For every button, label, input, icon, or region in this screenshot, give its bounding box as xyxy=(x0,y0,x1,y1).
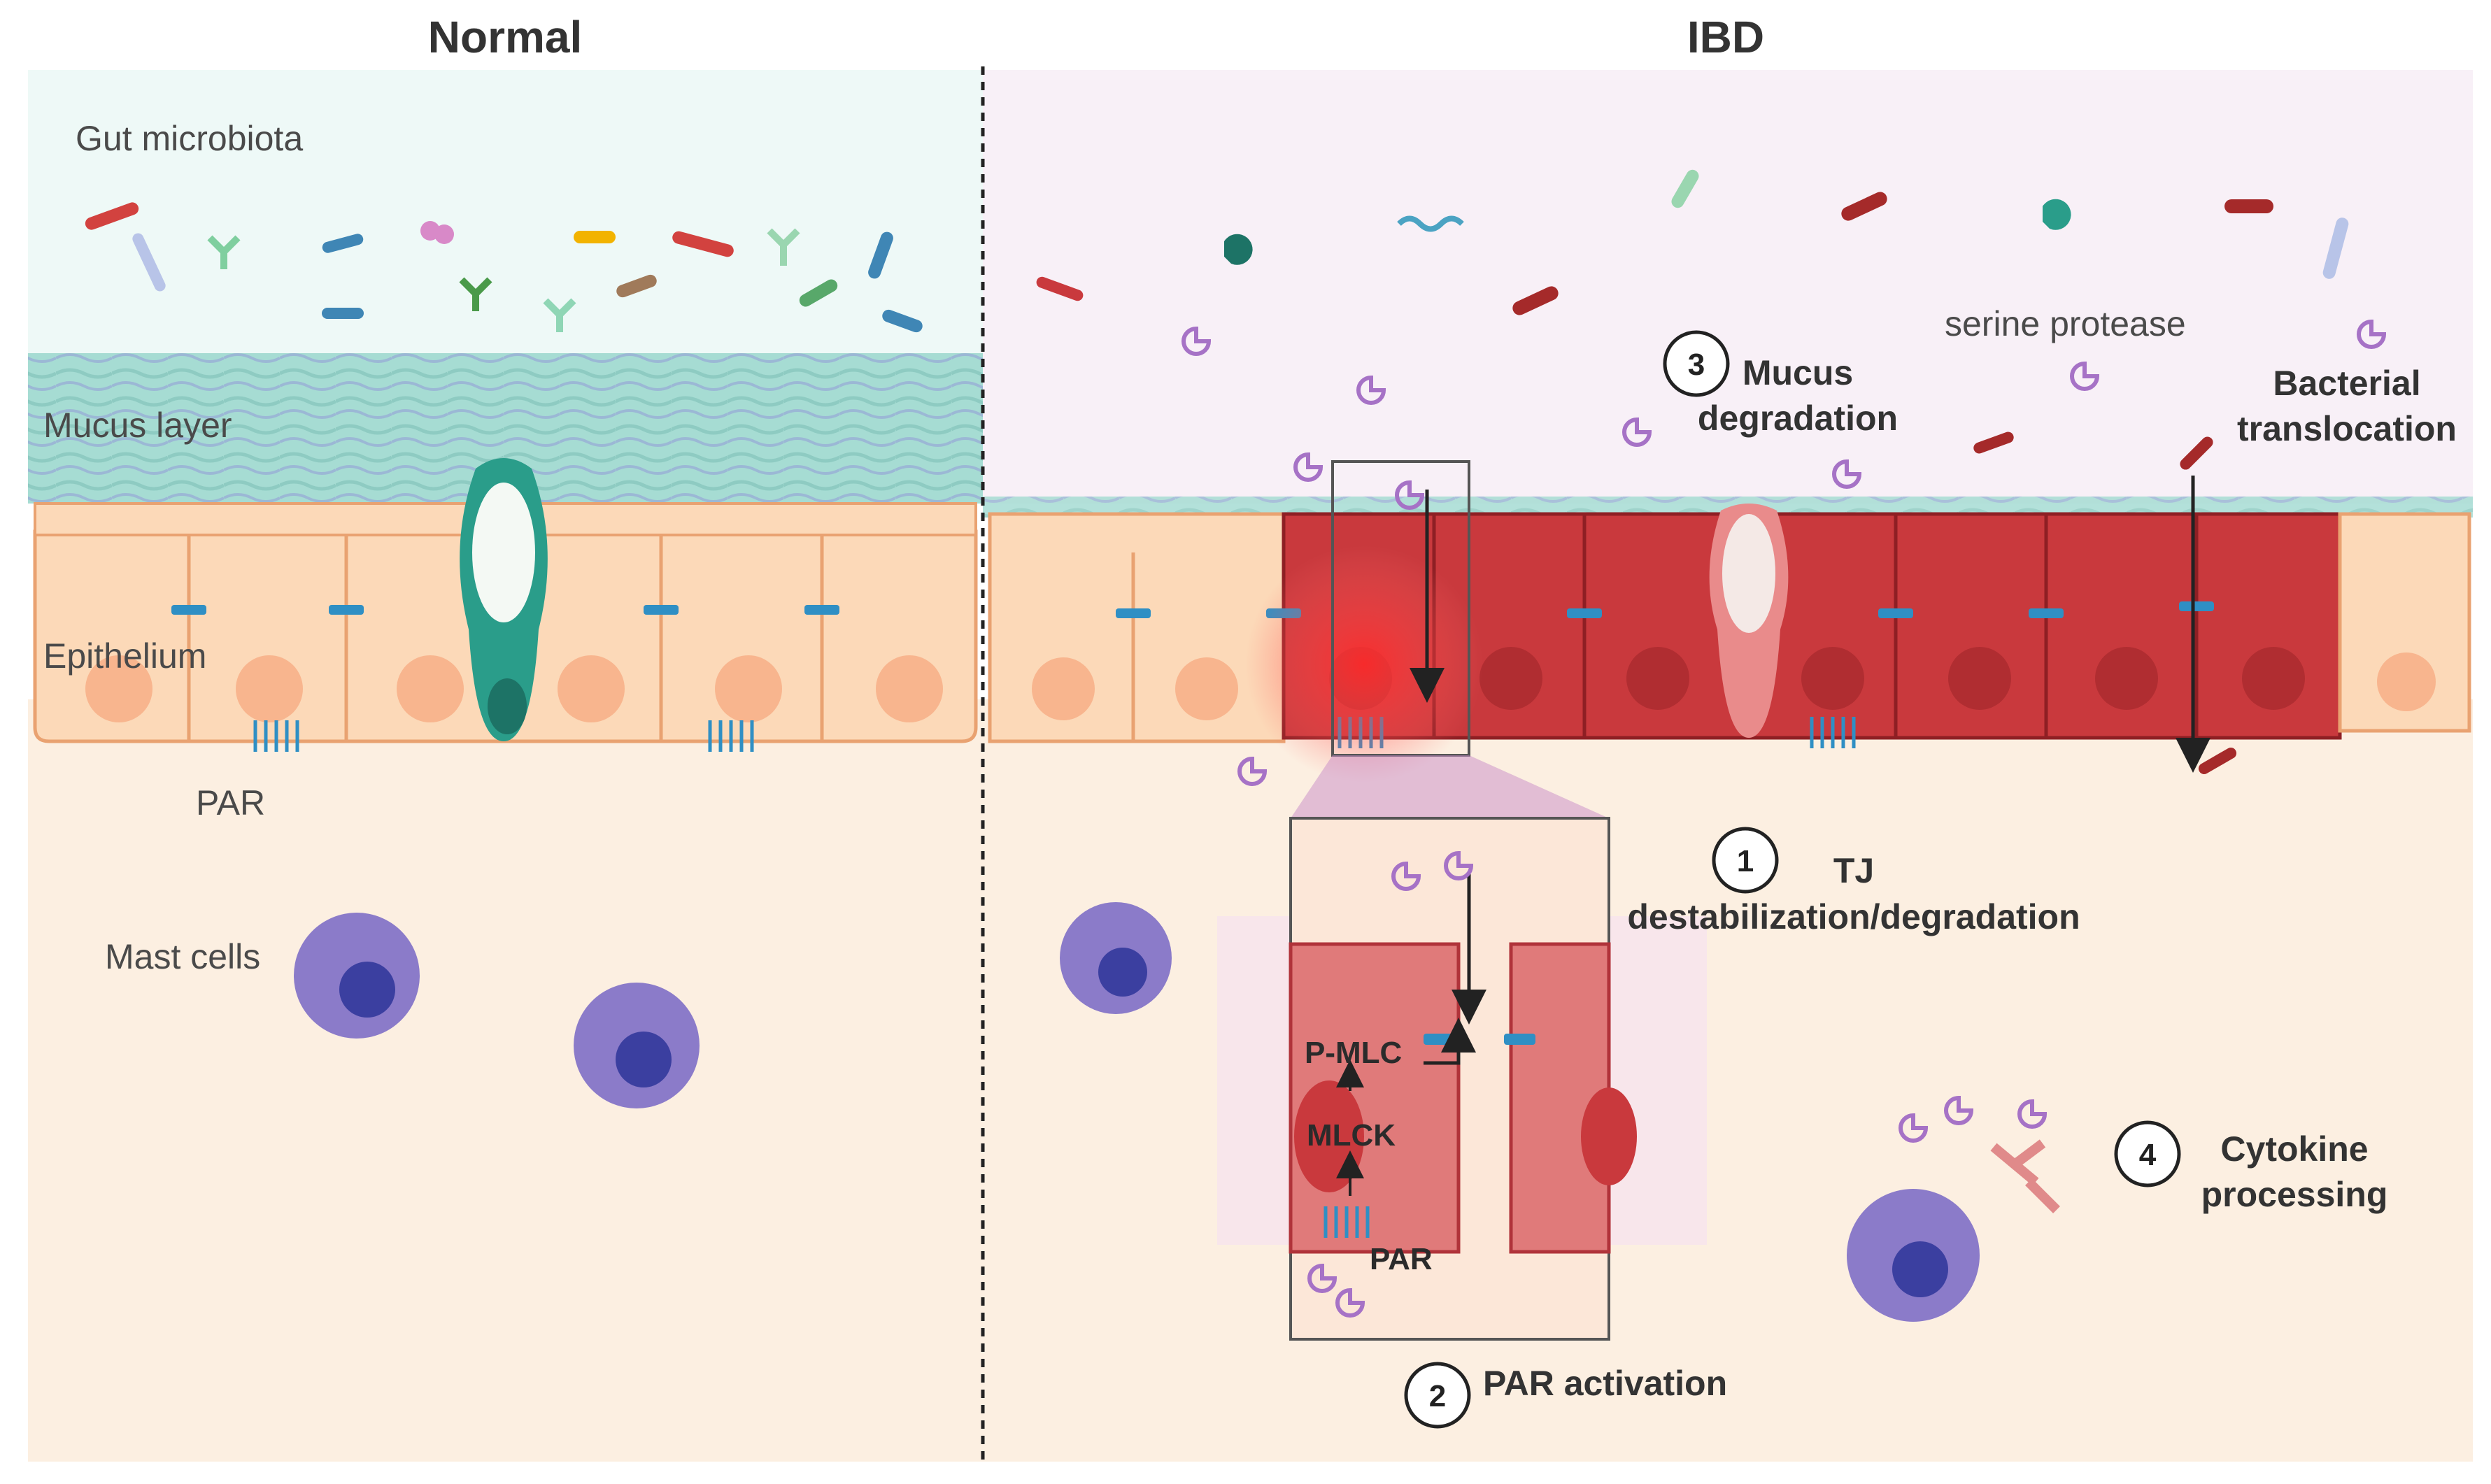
mucus-layer-label: Mucus layer xyxy=(43,406,232,445)
par-label: PAR xyxy=(196,783,265,822)
step-3-label-line2: degradation xyxy=(1698,399,1898,438)
inflammation-glow xyxy=(1245,545,1483,783)
serine-protease-icons xyxy=(1181,319,2387,786)
inset-mlck-label: MLCK xyxy=(1307,1118,1396,1153)
step-4-marker: 4 xyxy=(2114,1120,2181,1187)
step-1-number: 1 xyxy=(1737,844,1754,878)
normal-microbiota xyxy=(85,202,923,333)
mast-cells-label: Mast cells xyxy=(105,937,260,976)
step-4-number: 4 xyxy=(2139,1138,2157,1172)
step-2-number: 2 xyxy=(1429,1379,1446,1413)
step-3-marker: 3 xyxy=(1663,330,1730,397)
inset-panel xyxy=(1217,817,1707,1341)
mast-cell xyxy=(294,913,420,1039)
activated-mast-cell xyxy=(1847,1095,2060,1322)
ibd-lumen-bg xyxy=(983,70,2473,504)
step-3-label-line1: Mucus xyxy=(1743,353,1853,392)
zoom-funnel xyxy=(1291,755,1609,818)
ibd-epithelium xyxy=(988,504,2471,748)
bacterial-translocation-label-line2: translocation xyxy=(2237,409,2457,448)
epithelium-label: Epithelium xyxy=(43,636,206,676)
serine-protease-label: serine protease xyxy=(1945,304,2186,343)
step-4-label-line2: processing xyxy=(2201,1175,2388,1214)
step-1-label-line1: TJ xyxy=(1833,851,1874,890)
step-4-label-line1: Cytokine xyxy=(2220,1129,2368,1169)
mast-cell xyxy=(574,983,700,1108)
step-1-label-line2: destabilization/degradation xyxy=(1627,897,2080,936)
activated-mast-cell xyxy=(1060,902,1172,1014)
step-3-number: 3 xyxy=(1688,348,1705,382)
normal-epithelium xyxy=(33,458,978,752)
bacterial-translocation-label-line1: Bacterial xyxy=(2273,364,2420,403)
step-2-marker: 2 xyxy=(1404,1362,1471,1429)
ibd-tissue-bg xyxy=(983,699,2473,1462)
inset-par-label: PAR xyxy=(1370,1242,1433,1276)
ibd-panel-title: IBD xyxy=(1687,12,1764,62)
normal-lumen-bg xyxy=(28,70,983,364)
inset-p-mlc-label: P-MLC xyxy=(1305,1036,1402,1070)
step-1-marker: 1 xyxy=(1712,827,1779,894)
gut-microbiota-label: Gut microbiota xyxy=(76,119,303,158)
normal-panel-title: Normal xyxy=(428,12,583,62)
step-2-label: PAR activation xyxy=(1483,1364,1727,1403)
normal-tissue-bg xyxy=(28,699,983,1462)
